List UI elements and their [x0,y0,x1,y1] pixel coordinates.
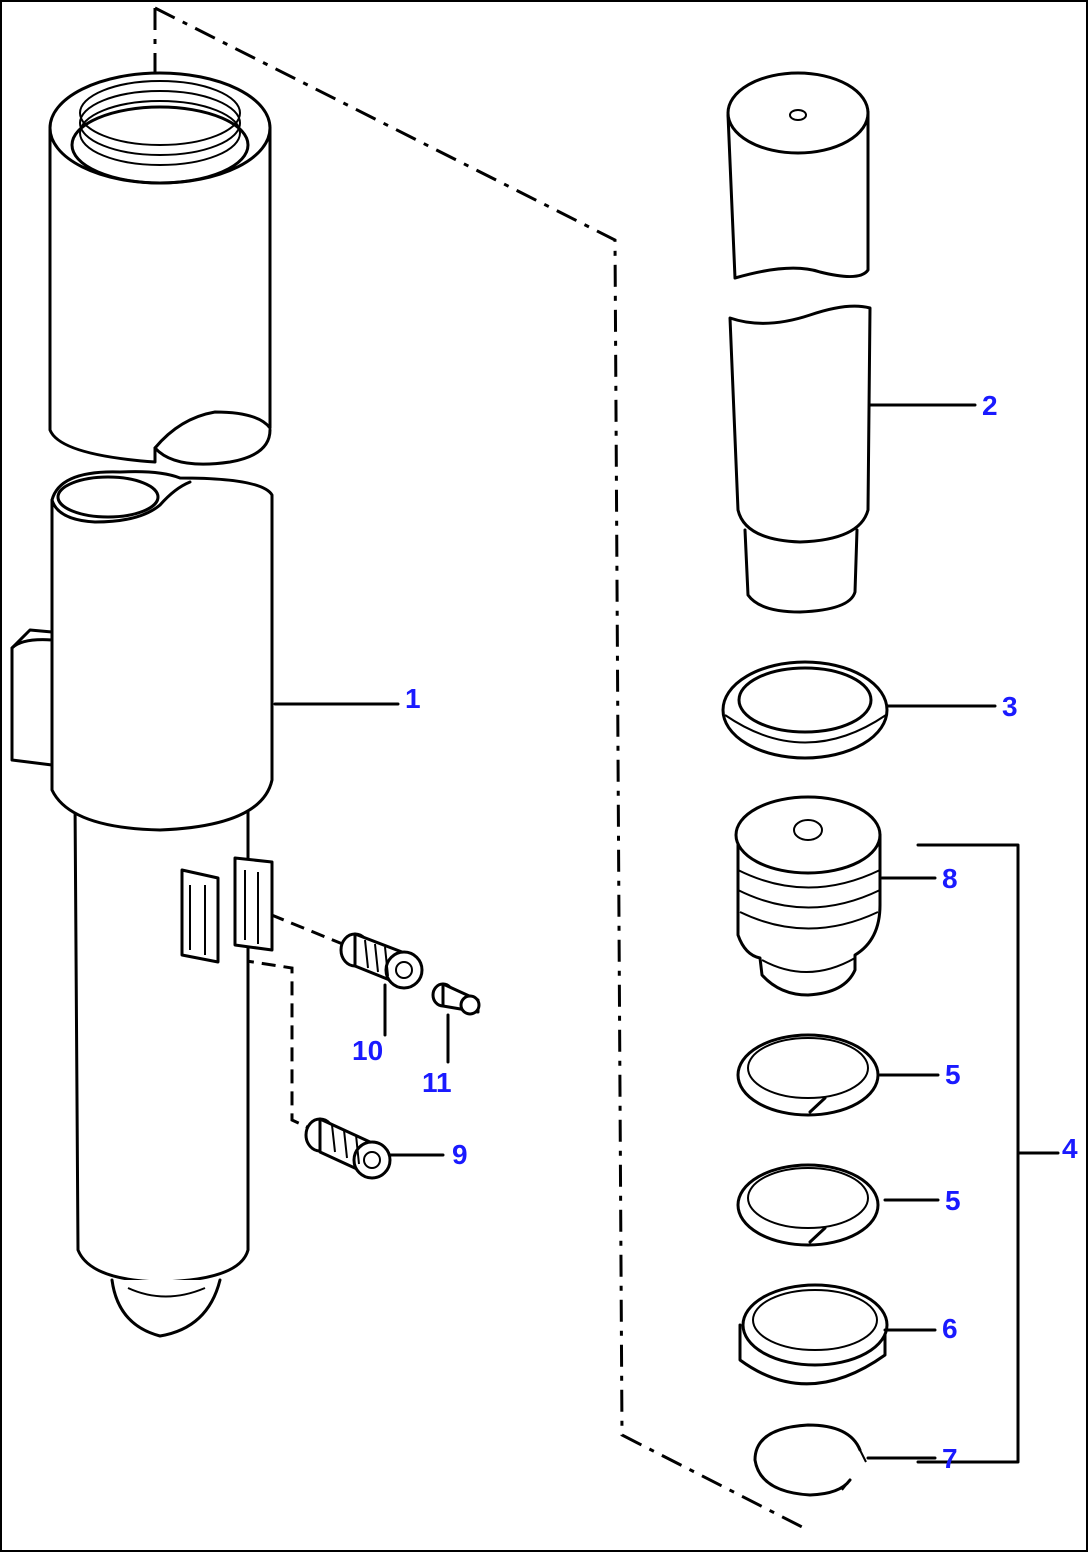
housing-main-body [10,470,274,1338]
callout-8: 8 [942,863,958,894]
callout-4: 4 [1062,1133,1078,1164]
snap-ring-part-7 [753,1423,867,1497]
callout-11: 11 [422,1067,452,1098]
rod-part-2 [728,304,872,614]
rod-upper-piece [726,71,870,280]
fitting-10 [339,932,424,990]
callout-10: 10 [352,1035,383,1066]
bushing-part-6 [738,1283,889,1386]
housing-upper-section [48,71,272,466]
ring-part-3 [721,660,889,760]
callout-1: 1 [405,683,421,714]
split-ring-part-5-upper [736,1033,880,1117]
split-ring-part-5-lower [736,1163,880,1247]
leader-lines [273,403,1060,1464]
callout-5-lower: 5 [945,1185,961,1216]
callout-7: 7 [942,1443,958,1474]
callout-9: 9 [452,1139,468,1170]
callout-5-upper: 5 [945,1059,961,1090]
plug-9 [304,1117,392,1180]
grease-fitting-11 [431,982,481,1016]
callout-2: 2 [982,390,998,421]
piston-part-8 [734,795,882,997]
callout-labels: 1 2 3 4 5 5 6 7 8 9 10 11 [352,390,1078,1474]
callout-6: 6 [942,1313,958,1344]
callout-3: 3 [1002,691,1018,722]
